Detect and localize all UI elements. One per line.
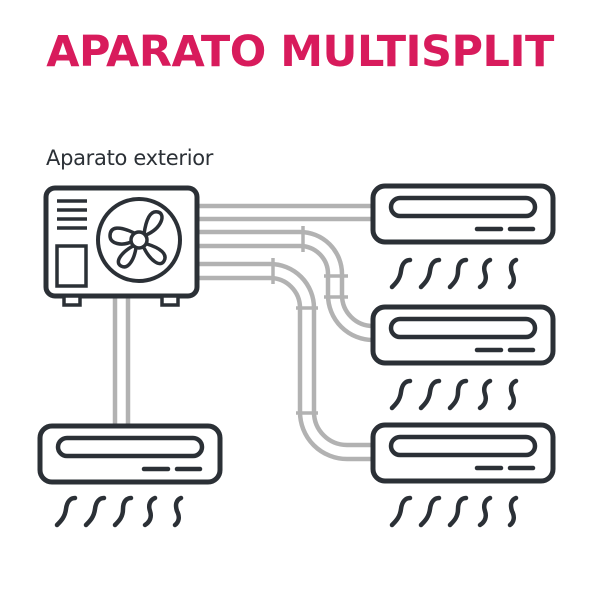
airflow-waves-icon: [392, 260, 516, 287]
indoor-unit-bottom-right: [373, 425, 553, 481]
airflow-waves-icon: [392, 498, 516, 525]
airflow-waves-icon: [392, 381, 516, 408]
refrigerant-pipes: [112, 203, 374, 462]
indoor-unit-middle-right: [373, 307, 553, 363]
page-title: APARATO MULTISPLIT: [46, 27, 554, 77]
outdoor-unit: [43, 185, 200, 307]
outdoor-unit-label: Aparato exterior: [46, 146, 214, 170]
indoor-unit-bottom-left: [40, 426, 220, 482]
indoor-unit-top-right: [373, 186, 553, 242]
airflow-waves-icon: [57, 498, 181, 525]
fan-icon: [96, 197, 182, 283]
